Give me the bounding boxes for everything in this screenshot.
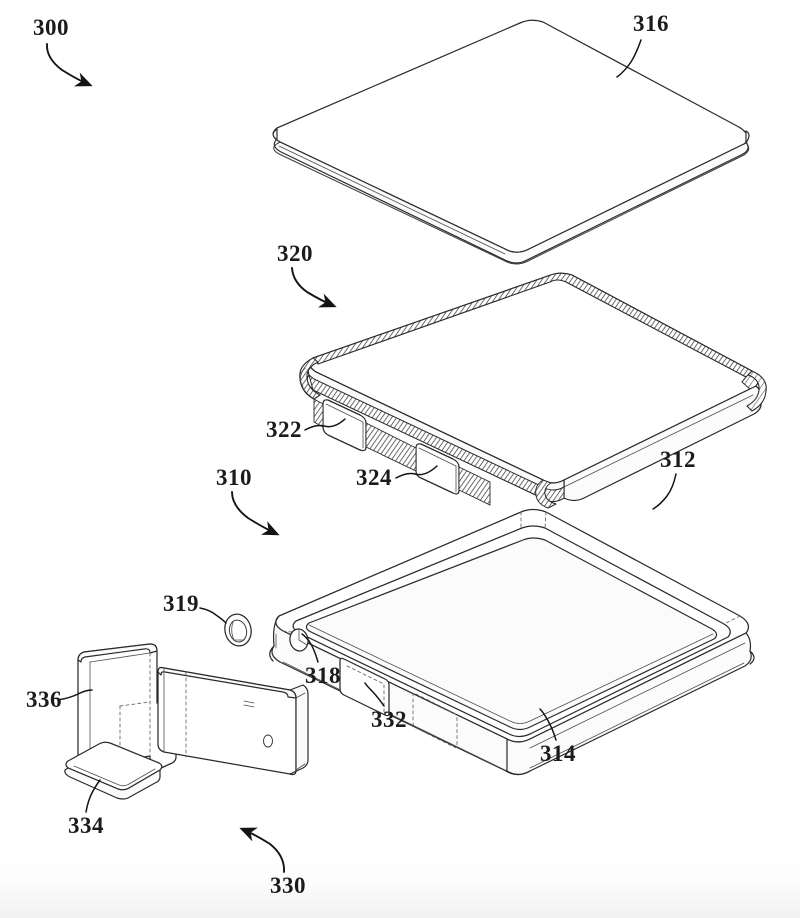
ref-label-310: 310 <box>216 465 252 490</box>
leader-322 <box>304 418 346 431</box>
ref-label-312: 312 <box>660 447 696 472</box>
tray-housing-310 <box>269 508 755 776</box>
leader-319 <box>199 607 227 624</box>
leader-336 <box>57 689 93 701</box>
leader-320 <box>291 267 337 308</box>
leader-324 <box>395 465 438 479</box>
ref-label-330: 330 <box>270 873 306 898</box>
ref-label-320: 320 <box>277 241 313 266</box>
leader-310 <box>231 491 280 536</box>
bracket-assembly-330 <box>64 643 309 800</box>
ref-label-314: 314 <box>540 741 576 766</box>
leader-332 <box>364 682 385 707</box>
cover-plate-316 <box>272 19 750 265</box>
ref-label-336: 336 <box>26 687 62 712</box>
leader-312 <box>652 473 677 510</box>
ref-label-324: 324 <box>356 465 392 490</box>
ref-label-332: 332 <box>371 707 407 732</box>
battery-cell-320 <box>299 272 767 509</box>
leader-334 <box>85 779 101 813</box>
leader-314 <box>539 708 557 741</box>
ref-label-322: 322 <box>266 417 302 442</box>
leader-316 <box>616 39 642 78</box>
ref-label-318: 318 <box>305 663 341 688</box>
sidewall-recess-332 <box>339 657 390 717</box>
grommet-319 <box>224 613 252 647</box>
ref-label-316: 316 <box>633 11 669 36</box>
leader-318 <box>301 633 319 663</box>
leader-330 <box>239 827 285 873</box>
ref-label-319: 319 <box>163 591 199 616</box>
leader-300 <box>46 43 93 87</box>
sidewall-recess-secondary <box>412 692 458 749</box>
ref-label-334: 334 <box>68 813 104 838</box>
ref-label-300: 300 <box>33 15 69 40</box>
bracket-tab-334 <box>64 741 163 800</box>
